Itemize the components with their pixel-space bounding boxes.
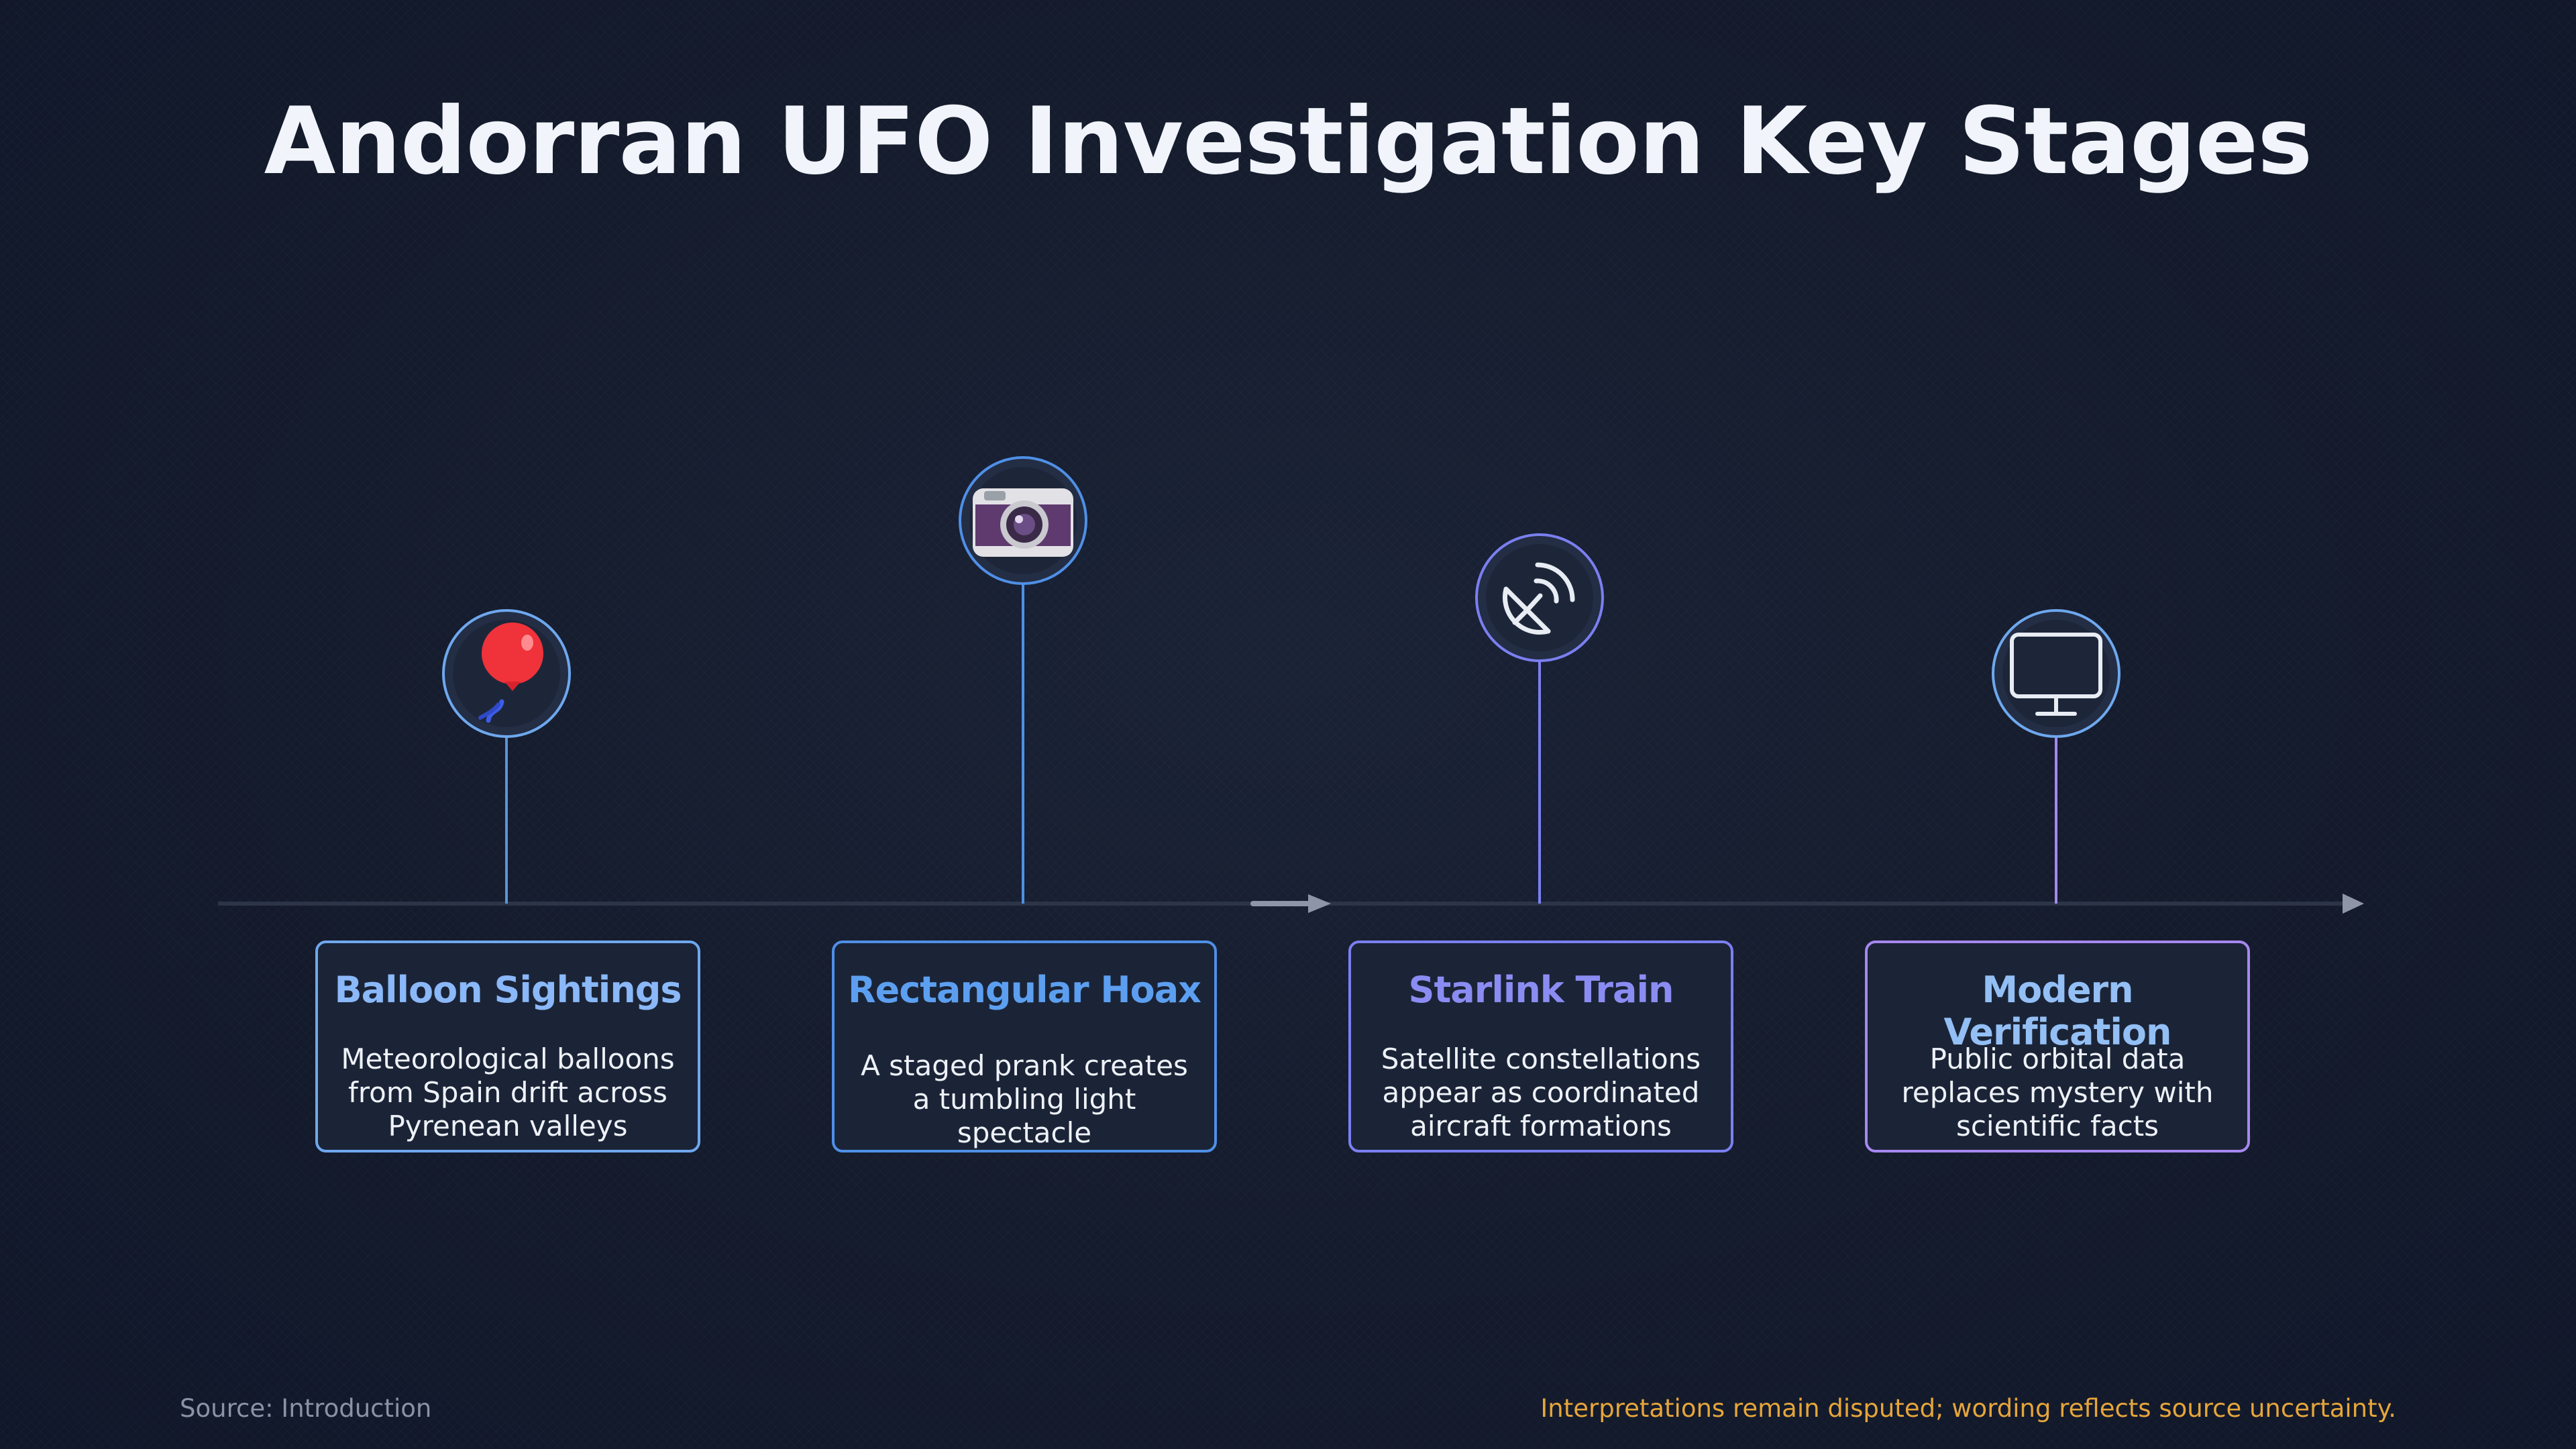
stage-description-line: appear as coordinated <box>1382 1076 1700 1109</box>
stage-title: Starlink Train <box>1408 969 1674 1011</box>
stage-card-modern-verification: Modern Verification Public orbital data … <box>1865 941 2250 1152</box>
stage-title: Balloon Sightings <box>334 969 682 1011</box>
stage-card-rectangular-hoax: Rectangular Hoax A staged prank creates … <box>832 941 1217 1152</box>
timeline-mid-arrow-icon <box>1308 894 1331 913</box>
stage-description: Meteorological balloons from Spain drift… <box>334 1042 682 1143</box>
stage-marker-4 <box>1992 609 2121 904</box>
monitor-icon <box>2010 633 2102 716</box>
satellite-dish-icon <box>1502 562 1575 635</box>
stage-description-line: A staged prank creates <box>861 1049 1188 1082</box>
page-title: Andorran UFO Investigation Key Stages <box>264 87 2313 195</box>
source-note: Source: Introduction <box>180 1394 432 1423</box>
stage-description-line: scientific facts <box>1955 1110 2159 1142</box>
stage-title: Modern Verification <box>1943 969 2172 1053</box>
timeline-end-arrow-icon <box>2343 894 2364 914</box>
stage-description-line: from Spain drift across <box>348 1076 667 1109</box>
camera-icon <box>973 488 1073 557</box>
stage-card-balloon-sightings: Balloon Sightings Meteorological balloon… <box>315 941 700 1152</box>
stage-card-starlink-train: Starlink Train Satellite constellations … <box>1348 941 1733 1152</box>
stage-description-line: replaces mystery with <box>1901 1076 2214 1109</box>
stage-description: Satellite constellations appear as coord… <box>1367 1042 1715 1143</box>
stage-description-line: aircraft formations <box>1410 1110 1672 1142</box>
stage-description-line: Meteorological balloons <box>341 1042 675 1075</box>
stage-marker-2 <box>959 456 1087 904</box>
stage-description: A staged prank creates a tumbling light … <box>851 1049 1198 1150</box>
balloon-icon <box>478 623 543 723</box>
stage-marker-3 <box>1475 533 1604 904</box>
stage-description-line: a tumbling light spectacle <box>912 1083 1136 1149</box>
stage-title: Rectangular Hoax <box>848 969 1201 1011</box>
stage-description-line: Public orbital data <box>1929 1042 2186 1075</box>
stage-marker-1 <box>442 609 571 904</box>
stage-description-line: Pyrenean valleys <box>388 1110 628 1142</box>
stage-description: Public orbital data replaces mystery wit… <box>1884 1042 2231 1143</box>
stage-description-line: Satellite constellations <box>1381 1042 1701 1075</box>
disclaimer-note: Interpretations remain disputed; wording… <box>1540 1394 2396 1423</box>
